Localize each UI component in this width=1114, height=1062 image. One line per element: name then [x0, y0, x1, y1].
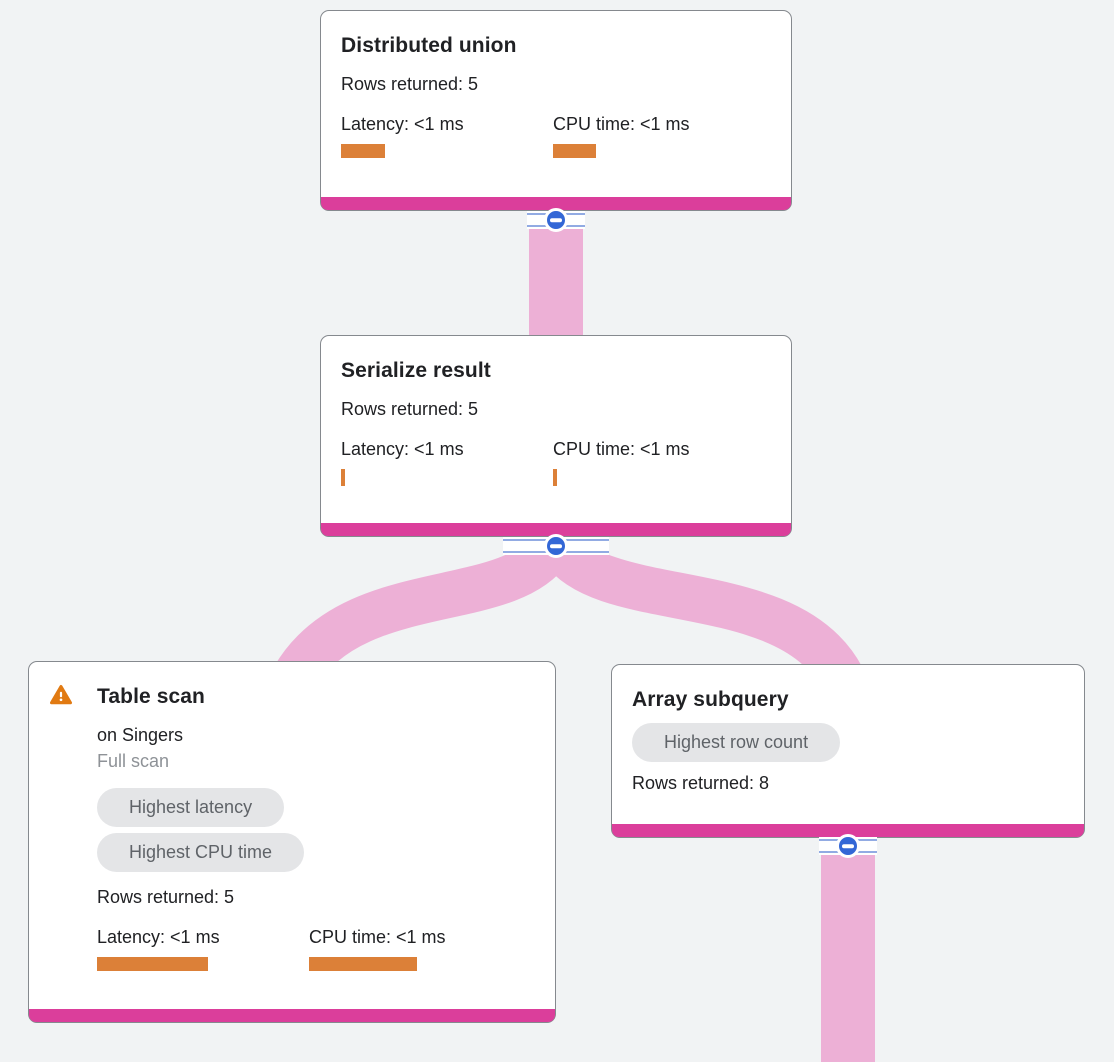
cpu-time-bar: [309, 957, 417, 971]
node-title: Table scan: [97, 685, 205, 708]
rows-returned: Rows returned: 5: [97, 887, 235, 907]
metric-label: Latency: <1 ms: [97, 927, 220, 947]
metrics-row: Latency: <1 ms CPU time: <1 ms: [97, 924, 535, 971]
plan-node-distributed-union[interactable]: Distributed union Rows returned: 5 Laten…: [320, 10, 792, 211]
metrics-row: Latency: <1 ms CPU time: <1 ms: [341, 436, 771, 486]
collapse-minus-icon: [544, 534, 568, 558]
metrics-row: Latency: <1 ms CPU time: <1 ms: [341, 111, 771, 158]
scan-type-label: Full scan: [97, 751, 170, 771]
node-title: Serialize result: [341, 359, 491, 382]
metric-label: CPU time: <1 ms: [309, 927, 446, 947]
latency-metric: Latency: <1 ms: [341, 436, 553, 486]
cpu-time-metric: CPU time: <1 ms: [553, 436, 765, 486]
collapse-minus-icon: [544, 208, 568, 232]
metric-label: Latency: <1 ms: [341, 439, 464, 459]
plan-node-serialize-result[interactable]: Serialize result Rows returned: 5 Latenc…: [320, 335, 792, 537]
collapse-minus-icon: [836, 834, 860, 858]
latency-metric: Latency: <1 ms: [97, 924, 309, 971]
rows-returned: Rows returned: 5: [341, 74, 479, 94]
collapse-button-serialize-result[interactable]: [503, 534, 609, 558]
cpu-time-bar: [553, 469, 557, 486]
node-title: Distributed union: [341, 34, 517, 57]
node-footer-bar: [29, 1009, 555, 1022]
metric-label: Latency: <1 ms: [341, 114, 464, 134]
collapse-button-array-subquery[interactable]: [819, 834, 877, 858]
latency-bar: [341, 144, 385, 158]
cpu-time-metric: CPU time: <1 ms: [553, 111, 765, 158]
node-title: Array subquery: [632, 688, 789, 711]
plan-node-table-scan[interactable]: Table scan on Singers Full scan Highest …: [28, 661, 556, 1023]
metric-label: CPU time: <1 ms: [553, 114, 690, 134]
edge-serialize-result-to-table-scan: [274, 535, 568, 691]
rows-returned: Rows returned: 8: [632, 773, 770, 793]
node-footer-bar: [321, 523, 791, 536]
badge-highest-row-count: Highest row count: [632, 723, 841, 762]
cpu-time-bar: [553, 144, 596, 158]
warning-icon: [48, 683, 74, 707]
cpu-time-metric: CPU time: <1 ms: [309, 924, 521, 971]
badge-highest-latency: Highest latency: [97, 788, 285, 827]
plan-node-array-subquery[interactable]: Array subquery Highest row count Rows re…: [611, 664, 1085, 838]
collapse-button-distributed-union[interactable]: [527, 208, 585, 232]
latency-bar: [341, 469, 345, 486]
node-subtitle: on Singers: [97, 725, 184, 745]
metric-label: CPU time: <1 ms: [553, 439, 690, 459]
latency-bar: [97, 957, 208, 971]
node-footer-bar: [321, 197, 791, 210]
badge-highest-cpu-time: Highest CPU time: [97, 833, 305, 872]
minus-glyph: [550, 218, 562, 222]
edge-serialize-result-to-array-subquery: [544, 534, 863, 690]
node-footer-bar: [612, 824, 1084, 837]
rows-returned: Rows returned: 5: [341, 399, 479, 419]
minus-glyph: [550, 544, 562, 548]
latency-metric: Latency: <1 ms: [341, 111, 553, 158]
minus-glyph: [842, 844, 854, 848]
